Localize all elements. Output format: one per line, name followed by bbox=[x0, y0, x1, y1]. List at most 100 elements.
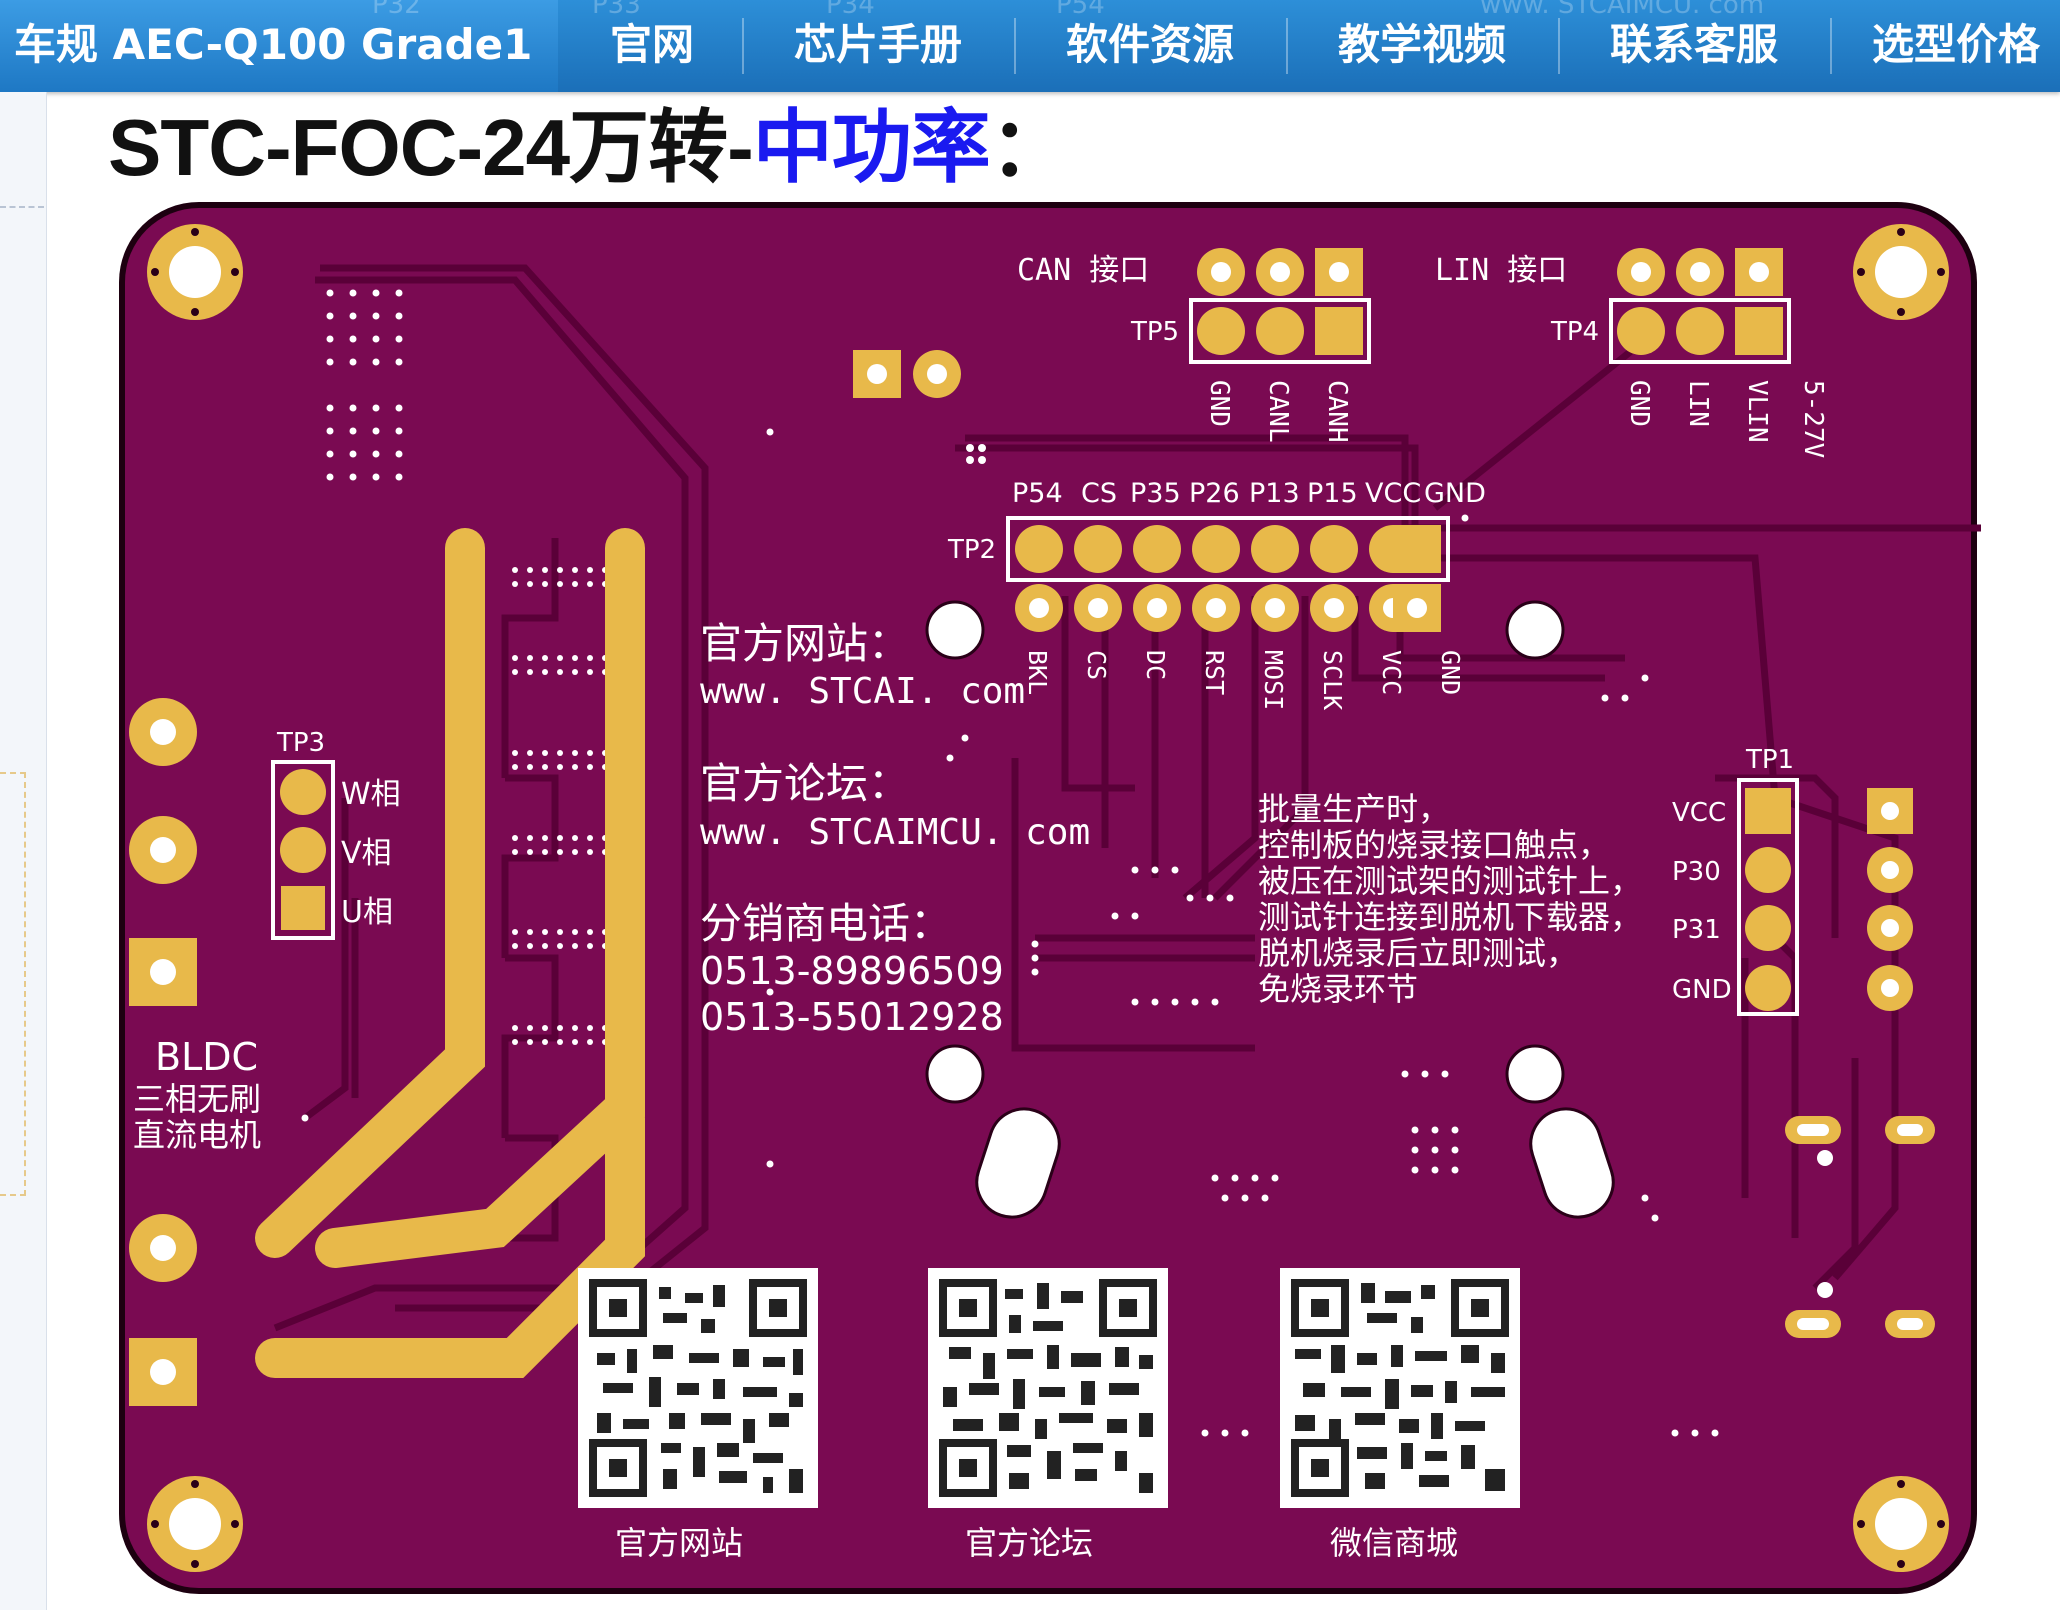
svg-text:P15: P15 bbox=[1307, 478, 1358, 509]
gutter-dashed-box bbox=[0, 772, 26, 1196]
svg-text:P13: P13 bbox=[1249, 478, 1300, 509]
page-title: STC-FOC-24万转-中功率： bbox=[108, 100, 1070, 196]
qr-label-forum: 官方论坛 bbox=[965, 1524, 1093, 1562]
tp2-label: TP2 bbox=[947, 535, 996, 565]
svg-text:CS: CS bbox=[1082, 650, 1111, 680]
svg-text:VCC: VCC bbox=[1365, 478, 1421, 509]
nav-ghost-text: P32 bbox=[372, 0, 421, 20]
nav-ghost-text: P54 bbox=[1056, 0, 1105, 20]
nav-separator bbox=[1014, 18, 1016, 74]
lin-pin-lin-label: LIN bbox=[1683, 380, 1713, 427]
phase-w-label: W相 bbox=[341, 777, 401, 812]
can-header-top bbox=[1197, 248, 1363, 296]
nav-separator bbox=[1286, 18, 1288, 74]
can-pin-canh-label: CANH bbox=[1322, 380, 1352, 443]
svg-text:RST: RST bbox=[1200, 650, 1229, 695]
phase-u-label: U相 bbox=[341, 895, 393, 930]
nav-item-software[interactable]: 软件资源 bbox=[1065, 20, 1234, 69]
nav-separator bbox=[1558, 18, 1560, 74]
tp4-header bbox=[1609, 298, 1791, 364]
two-pin-pad bbox=[853, 350, 961, 398]
nav-separator bbox=[742, 18, 744, 74]
tp3-header bbox=[271, 760, 335, 940]
mounting-holes bbox=[147, 224, 1949, 1572]
tp2-top-labels: P54 CS P35 P26 P13 P15 VCC GND bbox=[1012, 478, 1486, 509]
forum-url: www. STCAIMCU. com bbox=[700, 812, 1090, 853]
bldc-label: BLDC bbox=[155, 1035, 258, 1079]
svg-text:MOSI: MOSI bbox=[1259, 650, 1288, 710]
svg-text:GND: GND bbox=[1424, 478, 1486, 509]
site-label: 官方网站： bbox=[700, 619, 910, 668]
svg-text:VCC: VCC bbox=[1377, 650, 1406, 695]
qr-code-official-site bbox=[578, 1268, 818, 1508]
bldc-sub-label-2: 直流电机 bbox=[133, 1116, 261, 1154]
tp1-header bbox=[1737, 778, 1799, 1016]
tp2-bottom-header bbox=[1015, 584, 1441, 632]
right-header bbox=[1867, 788, 1913, 1011]
tp1-pin-p30-label: P30 bbox=[1672, 857, 1721, 887]
svg-text:DC: DC bbox=[1141, 650, 1170, 680]
tp5-label: TP5 bbox=[1130, 317, 1179, 347]
can-interface-label: CAN 接口 bbox=[1017, 253, 1149, 288]
qr-label-official-site: 官方网站 bbox=[615, 1524, 743, 1562]
svg-text:控制板的烧录接口触点，: 控制板的烧录接口触点， bbox=[1258, 826, 1610, 864]
nav-item-datasheet[interactable]: 芯片手册 bbox=[793, 20, 962, 69]
qr-label-wechat-store: 微信商城 bbox=[1330, 1524, 1458, 1562]
tp1-pin-gnd-label: GND bbox=[1672, 975, 1732, 1005]
lin-pin-vlin-label: VLIN bbox=[1742, 380, 1772, 443]
nav-ghost-text: P34 bbox=[826, 0, 875, 20]
can-pin-gnd-label: GND bbox=[1204, 380, 1234, 427]
tp3-label: TP3 bbox=[276, 728, 325, 758]
gutter-divider bbox=[0, 206, 44, 208]
svg-text:测试针连接到脱机下载器，: 测试针连接到脱机下载器， bbox=[1258, 898, 1642, 936]
title-suffix: ： bbox=[989, 103, 1070, 192]
phone-number-1: 0513-89896509 bbox=[700, 949, 1004, 993]
small-via-pad bbox=[966, 444, 986, 464]
board-holes bbox=[925, 600, 1615, 1219]
left-gutter bbox=[0, 92, 47, 1610]
tp2-bottom-labels: BKL CS DC RST MOSI SCLK VCC GND bbox=[1023, 650, 1465, 710]
brand-tab[interactable]: 车规 AEC-Q100 Grade1 bbox=[0, 0, 558, 92]
production-note: 批量生产时， 控制板的烧录接口触点， 被压在测试架的测试针上， 测试针连接到脱机… bbox=[1258, 790, 1642, 1008]
can-pin-canl-label: CANL bbox=[1263, 380, 1293, 443]
tp1-pin-p31-label: P31 bbox=[1672, 915, 1721, 945]
nav-item-pricing[interactable]: 选型价格 bbox=[1871, 20, 2040, 69]
tp4-label: TP4 bbox=[1550, 317, 1599, 347]
svg-text:GND: GND bbox=[1436, 650, 1465, 695]
bldc-pads bbox=[129, 698, 197, 1406]
nav-item-support[interactable]: 联系客服 bbox=[1609, 20, 1778, 69]
nav-item-official-site[interactable]: 官网 bbox=[609, 20, 694, 69]
title-highlight: 中功率 bbox=[752, 103, 991, 192]
svg-text:SCLK: SCLK bbox=[1318, 650, 1347, 710]
pcb-traces bbox=[273, 264, 1981, 1332]
svg-text:P35: P35 bbox=[1130, 478, 1181, 509]
svg-text:CS: CS bbox=[1081, 478, 1117, 509]
bldc-sub-label-1: 三相无刷 bbox=[133, 1080, 261, 1118]
site-url: www. STCAI. com bbox=[700, 671, 1025, 712]
tp2-header bbox=[1006, 516, 1450, 582]
tp1-pin-vcc-label: VCC bbox=[1672, 798, 1726, 828]
lin-interface-label: LIN 接口 bbox=[1435, 253, 1567, 288]
tp5-header bbox=[1189, 298, 1371, 364]
svg-text:P26: P26 bbox=[1189, 478, 1240, 509]
qr-code-wechat-store bbox=[1280, 1268, 1520, 1508]
nav-item-videos[interactable]: 教学视频 bbox=[1337, 20, 1506, 69]
phase-v-label: V相 bbox=[341, 836, 392, 871]
svg-text:被压在测试架的测试针上，: 被压在测试架的测试针上， bbox=[1258, 862, 1642, 900]
lin-voltage-label: 5-27V bbox=[1798, 380, 1828, 458]
lin-pin-gnd-label: GND bbox=[1624, 380, 1654, 427]
nav-ghost-text: P33 bbox=[592, 0, 641, 20]
phone-label: 分销商电话： bbox=[700, 899, 952, 948]
pcb-board-image: TP3 W相 V相 U相 BLDC 三相无刷 直流电机 CAN 接口 TP5 G… bbox=[119, 202, 1981, 1594]
top-nav-bar: 车规 AEC-Q100 Grade1 P32 P33 P34 P54 www. … bbox=[0, 0, 2060, 92]
svg-text:BKL: BKL bbox=[1023, 650, 1052, 695]
nav-ghost-text: www. STCAIMCU. com bbox=[1480, 0, 1765, 20]
svg-text:脱机烧录后立即测试，: 脱机烧录后立即测试， bbox=[1258, 934, 1578, 972]
power-rail-copper bbox=[255, 528, 645, 1378]
tp1-label: TP1 bbox=[1745, 745, 1794, 775]
phone-number-2: 0513-55012928 bbox=[700, 995, 1004, 1039]
board-surface bbox=[125, 208, 1971, 1588]
lin-header-top bbox=[1617, 248, 1783, 296]
title-main: STC-FOC-24万转- bbox=[108, 103, 754, 192]
forum-label: 官方论坛： bbox=[700, 759, 910, 808]
